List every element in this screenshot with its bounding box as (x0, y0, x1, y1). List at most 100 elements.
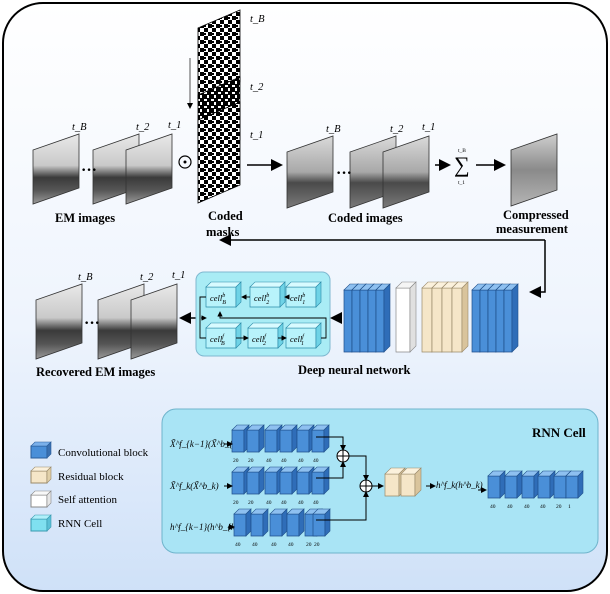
rnn-residual-block-2 (400, 467, 422, 497)
rnn-row1-dim-3: 40 (266, 458, 272, 464)
rnn-row2-block-5 (296, 466, 315, 495)
dnn-conv-block-5 (375, 283, 391, 353)
arrow-to-dnn (529, 240, 546, 298)
rnn-out-dim-6: 1 (568, 504, 571, 510)
rnn-row2-dim-5: 40 (298, 500, 304, 506)
rnn-input-2: X̃^f_k(X̃^b_k) (169, 481, 219, 491)
time-label-tb: t_B (72, 122, 87, 133)
time-label-t1: t_1 (168, 120, 181, 131)
recovered-label: Recovered EM images (36, 365, 155, 379)
rnn-out-block-1 (487, 470, 506, 499)
coded-images-stack: ··· (286, 135, 430, 209)
rnn-row2-dim-3: 40 (266, 500, 272, 506)
rnn-row1-dim-5: 40 (298, 458, 304, 464)
rnn-row1-block-6 (311, 424, 330, 453)
rnn-out-dim-2: 40 (507, 504, 513, 510)
rnn-row3-block-1 (233, 508, 252, 537)
compressed-image (510, 133, 558, 207)
coded-label-tb: t_B (326, 124, 341, 135)
rnn-row3-dim-6: 20 (314, 542, 320, 548)
rnn-row2-block-6 (311, 466, 330, 495)
cell-loop-right (217, 311, 327, 339)
rnn-row1-block-4 (279, 424, 298, 453)
cell-b-2 (249, 281, 286, 308)
rnn-out-dim-3: 40 (524, 504, 530, 510)
rnn-row2-dim-2: 20 (248, 500, 254, 506)
rnn-row3-block-3 (269, 508, 288, 537)
cell-f-3 (285, 322, 322, 349)
coded-masks-label-1: Coded (208, 209, 243, 223)
rnn-input-3: h^f_{k−1}(h^b_{k+1}) (170, 522, 252, 532)
rnn-row3-block-6 (312, 508, 331, 537)
ellipsis-dots: ··· (81, 162, 97, 179)
legend: Convolutional block Residual block Self … (30, 441, 149, 532)
cell-b-3 (285, 281, 322, 308)
rnn-row1-dim-2: 20 (248, 458, 254, 464)
rnn-row1-dim-4: 40 (281, 458, 287, 464)
legend-residual-label: Residual block (58, 471, 124, 483)
rnn-row3-dim-2: 40 (252, 542, 258, 548)
dnn-attention-block (395, 281, 417, 353)
rnn-row2-dim-6: 40 (313, 500, 319, 506)
legend-item-conv: Convolutional block (30, 441, 149, 459)
rnn-row2-block-3 (264, 466, 283, 495)
coded-label-t1: t_1 (422, 122, 435, 133)
rnn-row3-dim-3: 40 (271, 542, 277, 548)
rnn-row1-block-5 (296, 424, 315, 453)
legend-item-rnn: RNN Cell (30, 514, 102, 532)
recovered-images-stack: ··· (35, 283, 178, 360)
em-images-stack: ··· (32, 133, 173, 205)
sum-lower: t_1 (458, 180, 465, 186)
rnn-row2-block-2 (246, 466, 265, 495)
svg-text:···: ··· (336, 165, 352, 182)
legend-rnn-label: RNN Cell (58, 518, 102, 530)
compressed-label-2: measurement (496, 222, 569, 236)
rnn-connections (224, 436, 487, 530)
rnn-row1-block-1 (231, 424, 250, 453)
dnn-label: Deep neural network (298, 363, 411, 377)
rnn-row2-block-1 (231, 466, 250, 495)
hadamard-operator (178, 155, 192, 169)
rnn-residual-block (384, 467, 406, 497)
cell-loop-left (199, 296, 206, 339)
dnn-residual-block-4 (451, 281, 469, 353)
rnn-row2-block-4 (279, 466, 298, 495)
coded-label-t2: t_2 (390, 124, 404, 135)
compressed-label-1: Compressed (503, 208, 569, 222)
mask-label-tb: t_B (250, 14, 265, 25)
svg-text:⋮: ⋮ (214, 77, 226, 91)
legend-attention-label: Self attention (58, 494, 117, 506)
oplus-bottom (359, 479, 373, 493)
rnn-out-dim-4: 40 (540, 504, 546, 510)
cell-f-1 (205, 322, 242, 349)
rnn-cell-title: RNN Cell (532, 425, 586, 440)
mask-label-t2: t_2 (250, 82, 264, 93)
legend-item-residual: Residual block (30, 466, 124, 484)
svg-text:···: ··· (84, 315, 100, 332)
rnn-row1-block-2 (246, 424, 265, 453)
cell-b-1 (205, 281, 242, 308)
rnn-row3-block-2 (250, 508, 269, 537)
mask-label-t1: t_1 (250, 130, 263, 141)
coded-masks-stack: ⋮ (187, 9, 241, 204)
recovered-label-t2: t_2 (140, 272, 154, 283)
legend-item-attention: Self attention (30, 490, 117, 508)
em-images-label: EM images (55, 211, 115, 225)
rnn-row3-dim-5: 20 (306, 542, 312, 548)
rnn-row3-block-4 (286, 508, 305, 537)
rnn-row3-dim-4: 40 (288, 542, 294, 548)
legend-conv-label: Convolutional block (58, 447, 149, 459)
rnn-out-block-2 (504, 470, 523, 499)
rnn-out-dim-5: 20 (556, 504, 562, 510)
rnn-row2-dim-1: 20 (233, 500, 239, 506)
dnn-blocks (343, 281, 519, 353)
sum-upper: t_B (458, 148, 466, 154)
cell-f-2 (247, 322, 284, 349)
rnn-out-block-4 (537, 470, 556, 499)
